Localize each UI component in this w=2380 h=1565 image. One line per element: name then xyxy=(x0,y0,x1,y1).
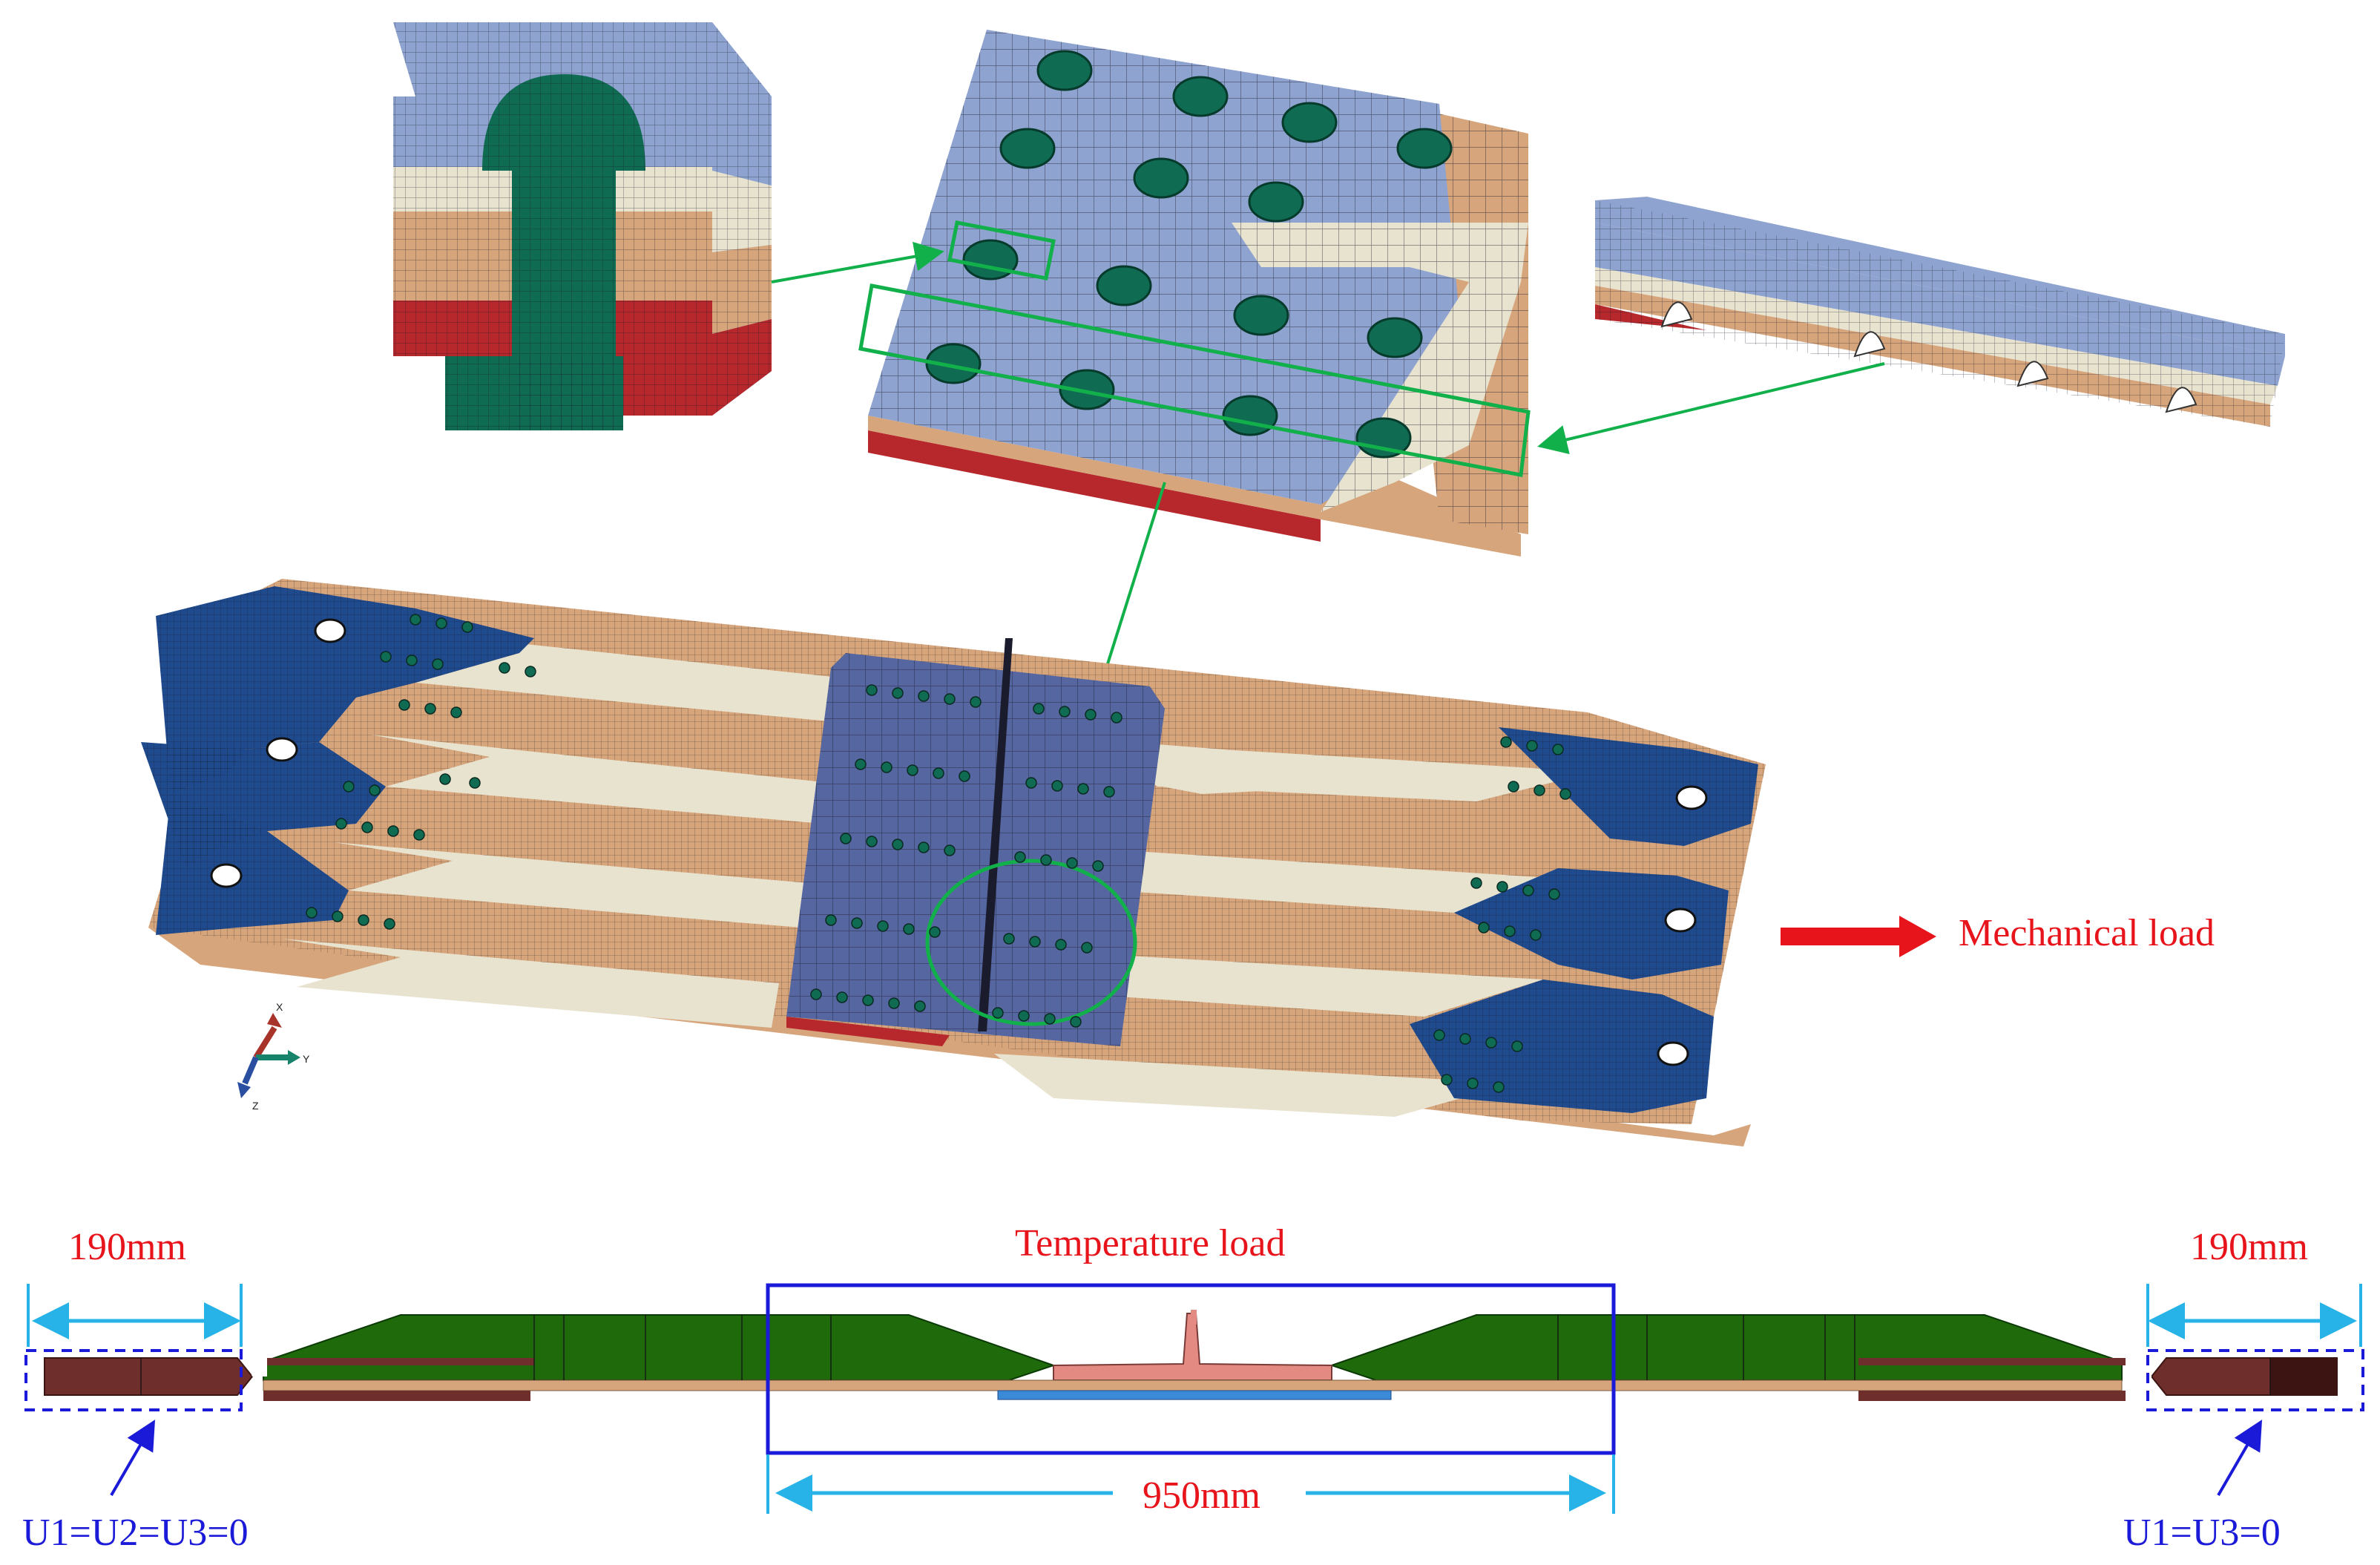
callout-arrow-fastener xyxy=(771,241,944,283)
strip-section-detail xyxy=(1595,197,2285,427)
joint-zone-detail xyxy=(858,30,1531,557)
left-bc-box xyxy=(24,1349,243,1411)
axis-x-label: X xyxy=(276,1001,283,1013)
axis-y-label: Y xyxy=(303,1053,310,1065)
triad-axis-icon: X Y Z xyxy=(237,1001,310,1112)
temperature-load-box xyxy=(766,1283,1616,1455)
mechanical-load-label: Mechanical load xyxy=(1959,912,2215,954)
dim-right-label: 190mm xyxy=(2190,1226,2308,1268)
dim-left-label: 190mm xyxy=(68,1226,186,1268)
bc-left-label: U1=U2=U3=0 xyxy=(22,1512,249,1554)
dim-center-label: 950mm xyxy=(1143,1474,1260,1517)
fastener-detail-block xyxy=(393,22,772,430)
bc-right-pointer xyxy=(2217,1420,2263,1497)
axis-z-label: Z xyxy=(252,1100,259,1112)
load-arrow-icon xyxy=(1781,916,1936,957)
section-view xyxy=(44,1310,2338,1401)
bc-right-label: U1=U3=0 xyxy=(2123,1512,2281,1554)
right-bc-box xyxy=(2146,1349,2364,1411)
callout-arrow-strip xyxy=(1537,362,1885,455)
specimen-mesh xyxy=(141,579,1766,1146)
temperature-load-label: Temperature load xyxy=(1015,1222,1286,1264)
bc-left-pointer xyxy=(110,1420,156,1497)
